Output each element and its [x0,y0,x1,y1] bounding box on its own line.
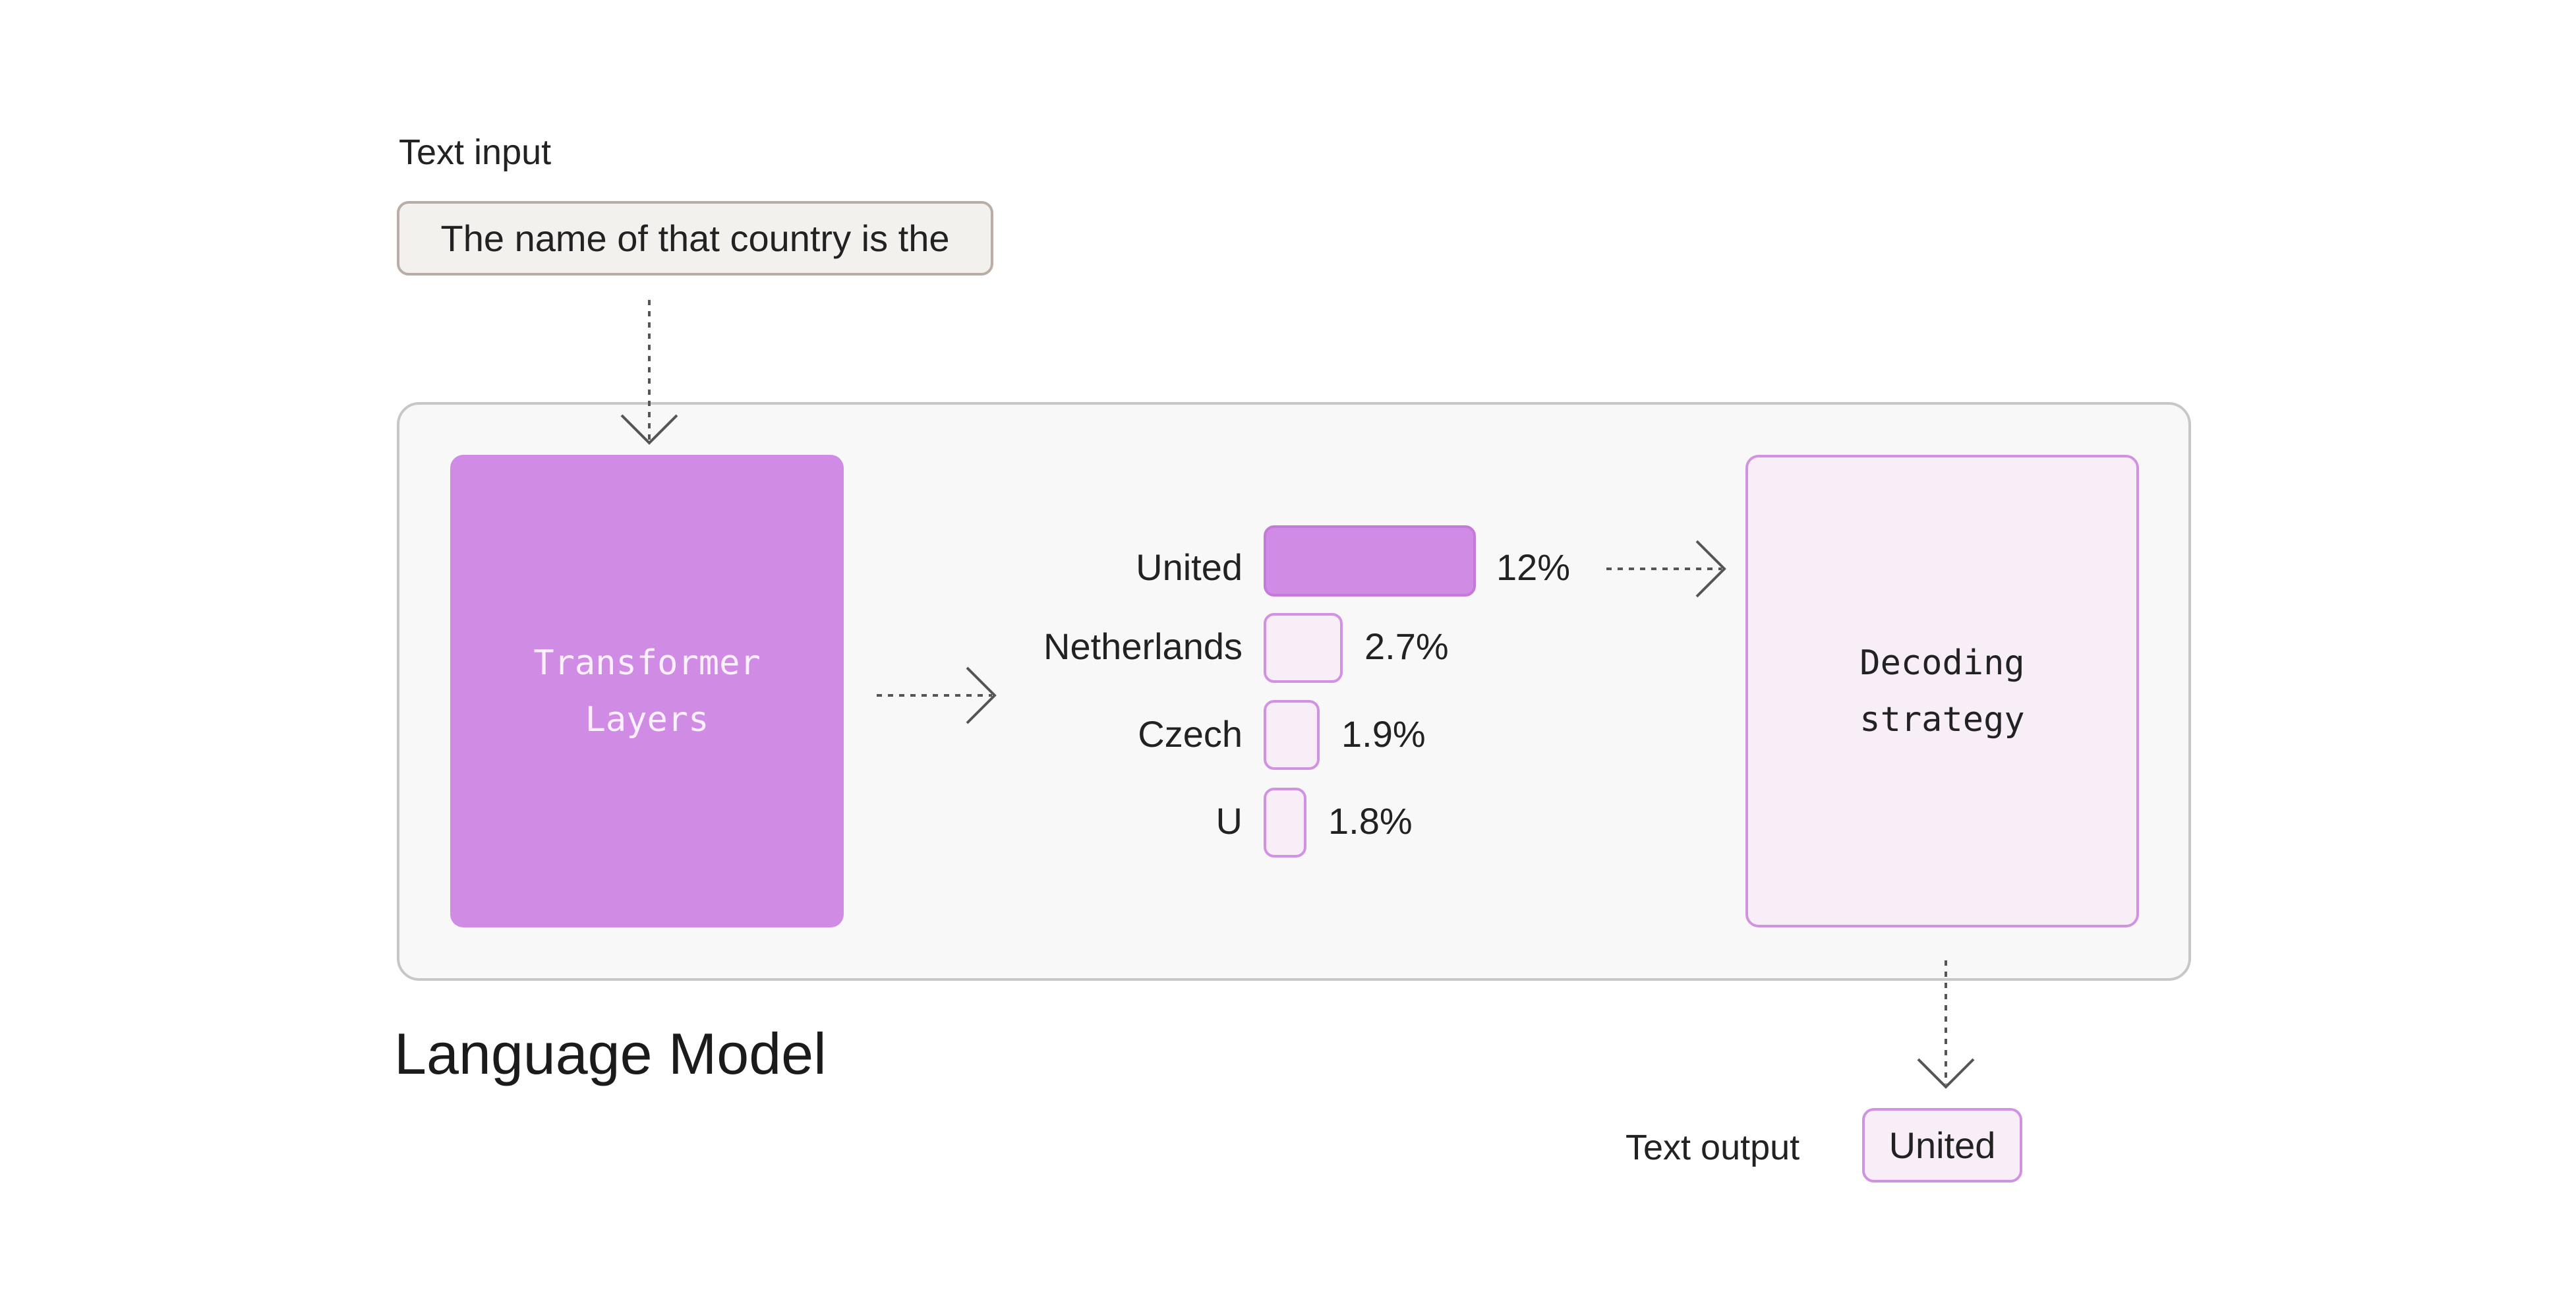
decoding-label-line2: strategy [1859,699,2025,740]
text-input-label: Text input [399,132,552,172]
decoding-strategy-block: Decoding strategy [1745,455,2139,927]
transformer-layers-block: Transformer Layers [450,455,844,927]
text-input-box: The name of that country is the [397,201,993,276]
prob-bar-netherlands [1264,613,1343,683]
prob-pct-u: 1.8% [1328,800,1413,842]
token-label-united: United [1136,546,1243,588]
text-output-box: United [1862,1108,2022,1182]
transformer-label-line1: Transformer [533,643,761,683]
prob-bar-united [1264,525,1476,597]
token-label-czech: Czech [1138,713,1243,755]
token-label-u: U [1215,800,1243,842]
text-output-label: Text output [1625,1128,1800,1167]
transformer-label-line2: Layers [585,699,709,740]
prob-pct-united: 12% [1496,546,1571,588]
prob-pct-czech: 1.9% [1341,713,1426,755]
decoding-label-line1: Decoding [1859,643,2025,683]
transformer-to-probs-arrow [877,666,997,724]
token-label-netherlands: Netherlands [1043,626,1243,667]
prob-bar-czech [1264,700,1320,770]
language-model-title: Language Model [394,1021,827,1086]
decoding-to-output-arrow [1917,960,1975,1089]
prob-pct-netherlands: 2.7% [1364,626,1449,667]
prob-bar-u [1264,788,1306,858]
input-to-transformer-arrow [620,300,678,445]
probs-to-decoding-arrow [1606,540,1726,598]
